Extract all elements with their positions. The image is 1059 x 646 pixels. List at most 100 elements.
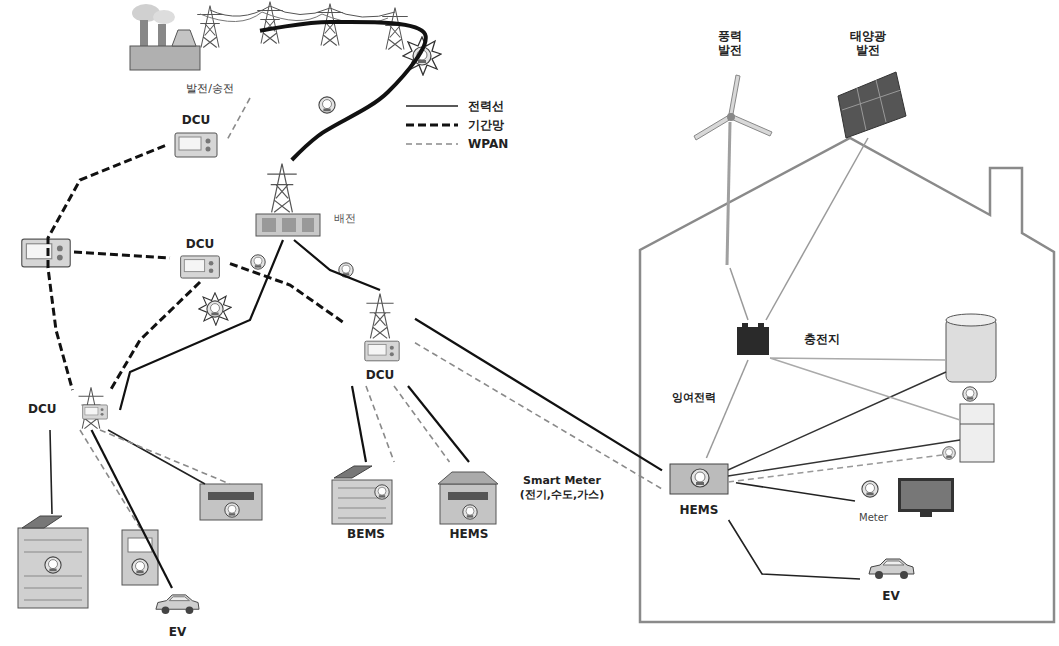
node-label: DCU (182, 114, 211, 128)
substation (256, 164, 320, 236)
node-label: DCU (186, 238, 215, 252)
dcu-devices (175, 133, 217, 157)
dcu-devices (83, 405, 108, 419)
connector-line (260, 22, 426, 160)
house (946, 314, 996, 326)
substation (302, 218, 314, 232)
consumer-buildings (24, 540, 82, 600)
node-label: DCU (366, 369, 395, 383)
connector-line (408, 386, 469, 462)
legend-line (406, 105, 458, 107)
dcu-devices (366, 294, 393, 339)
dcu-devices (74, 252, 170, 258)
node-label: HEMS (450, 528, 489, 542)
consumer-buildings (332, 480, 392, 524)
legend-sample (404, 138, 460, 150)
dcu-devices (181, 256, 220, 278)
house (862, 481, 878, 497)
house (758, 323, 764, 327)
consumer-buildings (225, 503, 239, 517)
legend-line (406, 143, 458, 145)
legend-label: WPAN (468, 137, 508, 151)
house (694, 115, 731, 140)
connector-line (394, 386, 450, 462)
node-label: 배전 (334, 213, 356, 226)
house (742, 323, 748, 327)
connector-line (766, 138, 868, 320)
grid-meters (319, 97, 335, 113)
node-label: 풍력 발전 (715, 30, 745, 58)
node-label: EV (169, 626, 186, 640)
consumer-buildings (122, 530, 158, 585)
ev-node: EV (860, 552, 922, 606)
consumer-buildings (45, 557, 61, 573)
connector-line (111, 282, 201, 390)
connector-line (706, 360, 748, 458)
power-plant (172, 30, 196, 46)
legend-sample (404, 119, 460, 131)
connector-line (227, 98, 250, 140)
house (946, 318, 996, 382)
dcu-node: DCU (345, 290, 415, 386)
house (731, 115, 772, 136)
house (943, 447, 956, 460)
grid-meters (251, 255, 265, 269)
connector-line (736, 483, 855, 501)
substation (282, 218, 296, 232)
transmission-towers (197, 6, 223, 48)
house (727, 122, 730, 265)
node-label: EV (882, 590, 899, 604)
power-plant (130, 4, 200, 70)
house (960, 404, 994, 462)
power-plant (130, 46, 200, 70)
grid-meters (199, 293, 231, 325)
generation-node: 발전/송전 (160, 2, 260, 98)
node-label: 태양광 발전 (847, 30, 889, 58)
house (960, 424, 994, 425)
house (838, 72, 906, 138)
consumer-buildings (438, 472, 498, 484)
legend-line (406, 124, 458, 127)
consumer-buildings (156, 595, 199, 614)
house (727, 113, 735, 121)
house (920, 512, 932, 517)
connector-line (92, 430, 173, 588)
hems-node: HEMS (662, 458, 736, 520)
house (869, 559, 914, 579)
consumer-buildings (448, 492, 488, 500)
building-node: HEMS (430, 462, 508, 544)
dcu-devices (22, 239, 70, 267)
grid-meters (207, 301, 223, 317)
house (770, 358, 960, 420)
consumer-buildings (440, 484, 496, 524)
house (670, 464, 728, 494)
dcu-node: DCU (170, 236, 230, 282)
house (729, 75, 740, 114)
power-plant (153, 10, 175, 24)
connector-line (352, 386, 366, 462)
node-label: BEMS (347, 528, 385, 542)
legend-label: 기간망 (468, 117, 504, 134)
legend-label: 전력선 (468, 98, 504, 115)
connector-line (120, 240, 283, 410)
connector-line (294, 240, 380, 290)
node-label: HEMS (680, 504, 719, 518)
ev-node: EV (150, 588, 205, 642)
connector-line (366, 386, 394, 462)
connector-line (730, 268, 748, 320)
consumer-buildings (80, 430, 230, 528)
legend-row: 전력선 (404, 98, 504, 114)
consumer-buildings (334, 466, 372, 478)
consumer-buildings (18, 528, 88, 608)
dcu-devices (22, 133, 399, 429)
connector-line (230, 264, 345, 324)
connector-line (415, 319, 662, 471)
connector-line (415, 343, 662, 489)
consumer-buildings (18, 430, 498, 614)
substation-node: 배전 (250, 160, 360, 240)
dcu-devices (365, 341, 399, 361)
transmission-towers (210, 6, 395, 17)
